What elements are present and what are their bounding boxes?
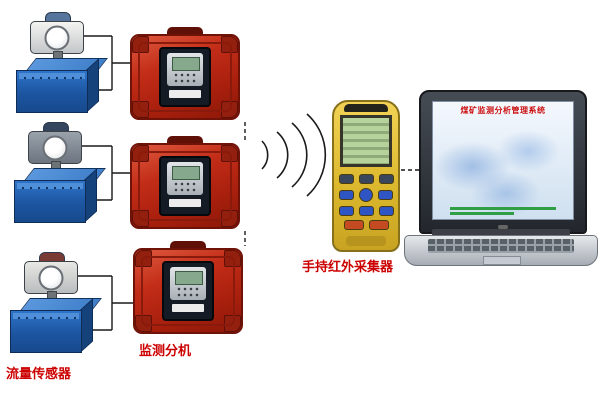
panel-instrument-face xyxy=(167,162,203,195)
panel-nameplate xyxy=(169,90,201,98)
wireless-signal-icon xyxy=(261,113,327,197)
tank-front-face xyxy=(14,180,86,223)
flow-sensor-3 xyxy=(10,252,102,354)
case-frame xyxy=(138,42,232,112)
case-display-panel xyxy=(159,47,211,107)
key-button xyxy=(358,206,374,216)
case-frame xyxy=(141,256,235,326)
keypad-row xyxy=(343,220,389,230)
sensor-tank xyxy=(10,298,102,354)
key-button xyxy=(339,190,354,200)
label-handheld-collector: 手持红外采集器 xyxy=(302,259,394,274)
case-body xyxy=(130,143,240,229)
tank-flange xyxy=(17,183,83,189)
laptop-logo xyxy=(498,225,508,229)
panel-instrument-face xyxy=(170,267,206,300)
laptop-base xyxy=(404,235,598,266)
laptop: 煤矿监测分析管理系统 xyxy=(404,90,598,266)
panel-lcd xyxy=(175,271,203,285)
case-handle xyxy=(167,136,203,145)
case-handle xyxy=(170,241,206,250)
laptop-keyboard xyxy=(428,239,574,253)
monitor-unit-2 xyxy=(130,136,240,229)
transmitter-body xyxy=(30,21,84,54)
handheld-lcd xyxy=(340,115,392,167)
key-button xyxy=(359,188,373,202)
key-button xyxy=(358,174,374,184)
monitor-unit-1 xyxy=(130,27,240,120)
transmitter-body xyxy=(28,131,82,164)
key-button xyxy=(338,174,354,184)
tank-flange xyxy=(19,73,85,79)
transmitter xyxy=(26,122,84,171)
case-body xyxy=(130,34,240,120)
laptop-hinge xyxy=(432,229,570,236)
key-button xyxy=(338,206,354,216)
flow-sensor-1 xyxy=(16,12,108,114)
laptop-screen-content: 煤矿监测分析管理系统 xyxy=(432,101,574,220)
sensor-tank xyxy=(16,58,108,114)
key-button xyxy=(378,206,394,216)
laptop-screen: 煤矿监测分析管理系统 xyxy=(419,90,587,234)
status-line xyxy=(449,212,514,215)
case-display-panel xyxy=(162,261,214,321)
case-display-panel xyxy=(159,156,211,216)
key-button xyxy=(368,220,389,230)
sensor-tank xyxy=(14,168,106,224)
case-body xyxy=(133,248,243,334)
transmitter-dial xyxy=(38,265,64,290)
case-handle xyxy=(167,27,203,36)
handheld-collector-device xyxy=(332,100,400,252)
laptop-touchpad xyxy=(483,256,521,265)
transmitter-dial xyxy=(44,25,70,50)
transmitter xyxy=(22,252,80,301)
panel-keypad xyxy=(172,71,198,83)
panel-nameplate xyxy=(169,199,201,207)
software-status-lines xyxy=(449,207,557,215)
keypad-row xyxy=(338,206,394,216)
tank-front-face xyxy=(16,70,88,113)
transmitter xyxy=(28,12,86,61)
handheld-keypad xyxy=(338,174,394,230)
label-flow-sensor: 流量传感器 xyxy=(6,366,72,381)
keypad-row xyxy=(338,174,394,184)
panel-keypad xyxy=(172,180,198,192)
status-line xyxy=(449,207,557,210)
key-button xyxy=(343,220,364,230)
transmitter-body xyxy=(24,261,78,294)
keypad-row xyxy=(339,188,393,202)
flow-sensor-2 xyxy=(14,122,106,224)
panel-lcd xyxy=(172,57,200,71)
infrared-port xyxy=(344,104,388,112)
panel-lcd xyxy=(172,166,200,180)
key-button xyxy=(378,190,393,200)
label-monitor-unit: 监测分机 xyxy=(139,343,192,358)
case-frame xyxy=(138,151,232,221)
key-button xyxy=(378,174,394,184)
panel-nameplate xyxy=(172,304,204,312)
tank-front-face xyxy=(10,310,82,353)
panel-instrument-face xyxy=(167,53,203,86)
handheld-foot xyxy=(346,236,386,246)
tank-flange xyxy=(13,313,79,319)
panel-keypad xyxy=(175,285,201,297)
monitor-unit-3 xyxy=(133,241,243,334)
transmitter-dial xyxy=(42,135,68,160)
software-title: 煤矿监测分析管理系统 xyxy=(460,106,546,115)
